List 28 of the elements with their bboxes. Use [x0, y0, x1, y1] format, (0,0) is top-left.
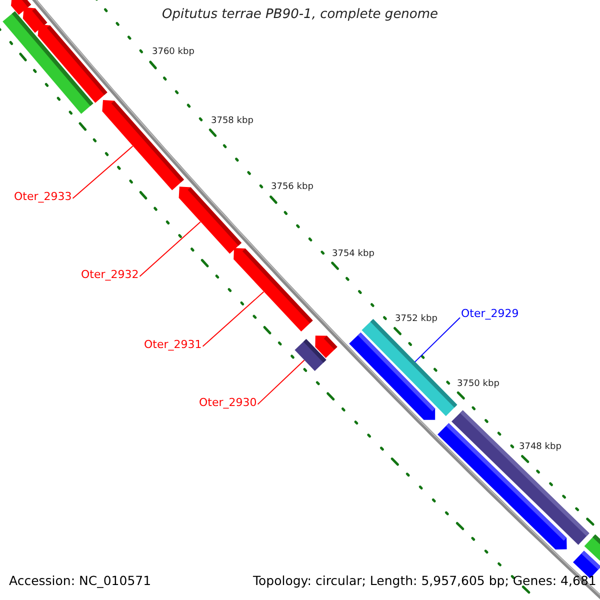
footer-text: Topology: circular; Length: 5,957,605 bp; Genes: 4,681 [253, 574, 596, 588]
gene-feature [178, 186, 242, 254]
scale-label: 3748 kbp [519, 442, 562, 452]
gene-feature [102, 100, 184, 190]
scale-label: 3754 kbp [332, 249, 374, 260]
gene-label: Oter_2930 [199, 397, 257, 410]
gene-feature [438, 423, 567, 550]
scale-label: 3756 kbp [271, 182, 314, 192]
gene-label: Oter_2933 [14, 191, 72, 204]
gene-feature [584, 534, 600, 562]
gene-label: Oter_2931 [144, 339, 202, 352]
gene-label: Oter_2929 [461, 308, 519, 321]
leader-line [257, 360, 305, 405]
gene-feature [349, 332, 436, 420]
scale-label: 3750 kbp [457, 379, 500, 390]
title: Opitutus terrae PB90-1, complete genome [162, 8, 438, 23]
leader-line [414, 317, 460, 362]
gene-feature [234, 248, 313, 332]
scale-label: 3758 kbp [211, 116, 254, 126]
leader-line [72, 146, 134, 199]
gene-feature [38, 24, 108, 103]
footer-text: Accession: NC_010571 [9, 574, 152, 588]
gene-label: Oter_2932 [81, 269, 139, 282]
gene-feature [294, 339, 326, 371]
scale-label: 3752 kbp [395, 314, 438, 324]
leader-line [202, 291, 264, 347]
leader-line [139, 221, 201, 277]
scale-label: 3760 kbp [152, 47, 194, 58]
